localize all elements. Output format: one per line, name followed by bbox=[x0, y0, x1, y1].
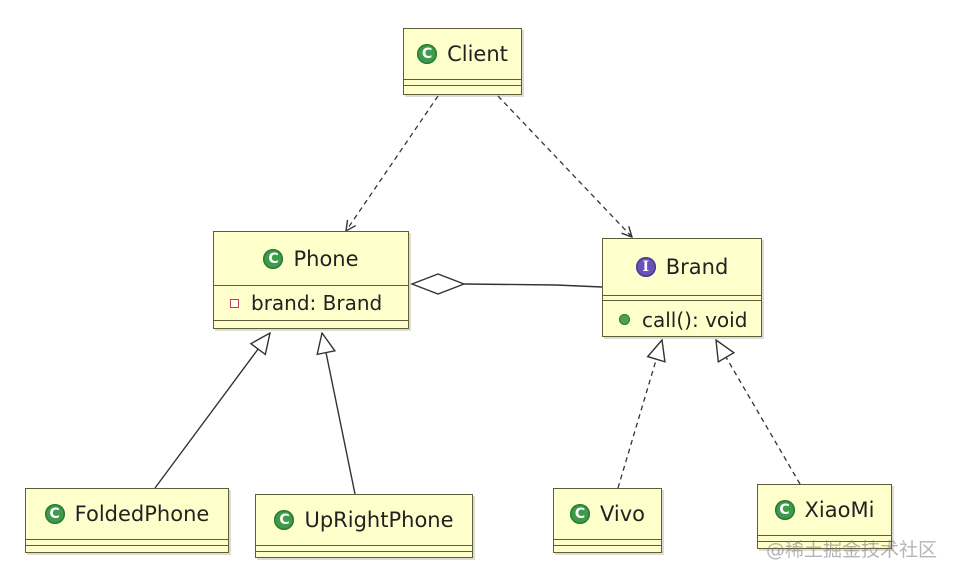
methods-compartment bbox=[26, 545, 228, 546]
class-name: UpRightPhone bbox=[304, 508, 454, 532]
class-foldedphone[interactable]: C FoldedPhone bbox=[25, 488, 229, 553]
class-icon: C bbox=[569, 504, 590, 524]
inheritance-foldedphone-phone bbox=[154, 333, 270, 489]
attributes-compartment bbox=[26, 539, 228, 545]
inheritance-uprightphone-phone bbox=[322, 333, 356, 495]
class-uprightphone[interactable]: C UpRightPhone bbox=[255, 494, 473, 558]
class-xiaomi[interactable]: C XiaoMi bbox=[757, 484, 892, 549]
interface-brand[interactable]: I Brand call(): void bbox=[602, 238, 762, 337]
class-header: C UpRightPhone bbox=[256, 495, 472, 545]
realization-vivo-brand bbox=[617, 340, 662, 489]
attribute-brand: brand: Brand bbox=[251, 291, 383, 315]
dependency-client-phone bbox=[346, 95, 439, 231]
class-header: I Brand bbox=[603, 239, 761, 295]
methods-compartment bbox=[256, 551, 472, 552]
class-name: Brand bbox=[665, 255, 729, 279]
watermark: @稀土掘金技术社区 bbox=[765, 539, 937, 561]
class-header: C FoldedPhone bbox=[26, 489, 228, 539]
class-name: XiaoMi bbox=[804, 498, 875, 522]
class-name: Client bbox=[447, 42, 508, 66]
attributes-compartment: brand: Brand bbox=[214, 285, 408, 320]
class-header: C Phone bbox=[214, 232, 408, 285]
class-name: Vivo bbox=[599, 502, 645, 526]
attributes-compartment bbox=[404, 79, 521, 85]
attributes-compartment bbox=[554, 539, 661, 545]
class-name: FoldedPhone bbox=[74, 502, 210, 526]
attributes-compartment bbox=[256, 545, 472, 551]
private-field-icon bbox=[230, 298, 239, 308]
methods-compartment bbox=[554, 545, 661, 546]
methods-compartment bbox=[404, 85, 521, 86]
class-phone[interactable]: C Phone brand: Brand bbox=[213, 231, 409, 329]
public-method-icon bbox=[619, 314, 630, 325]
methods-compartment: call(): void bbox=[603, 300, 761, 338]
class-header: C Vivo bbox=[554, 489, 661, 539]
class-icon: C bbox=[274, 510, 295, 530]
class-header: C XiaoMi bbox=[758, 485, 891, 535]
class-icon: C bbox=[44, 504, 65, 524]
class-name: Phone bbox=[293, 246, 359, 271]
class-icon: C bbox=[417, 44, 438, 64]
method-call: call(): void bbox=[642, 307, 748, 332]
interface-icon: I bbox=[635, 257, 656, 277]
class-header: C Client bbox=[404, 29, 521, 79]
class-client[interactable]: C Client bbox=[403, 28, 522, 95]
aggregation-line bbox=[463, 283, 603, 288]
attributes-compartment bbox=[758, 535, 891, 541]
realization-xiaomi-brand bbox=[716, 340, 801, 485]
class-vivo[interactable]: C Vivo bbox=[553, 488, 662, 553]
class-icon: C bbox=[774, 500, 795, 520]
class-icon: C bbox=[263, 248, 284, 269]
methods-compartment bbox=[214, 320, 408, 321]
methods-compartment bbox=[758, 541, 891, 542]
dependency-client-brand bbox=[497, 95, 632, 237]
attributes-compartment bbox=[603, 295, 761, 300]
aggregation-diamond bbox=[410, 273, 466, 295]
